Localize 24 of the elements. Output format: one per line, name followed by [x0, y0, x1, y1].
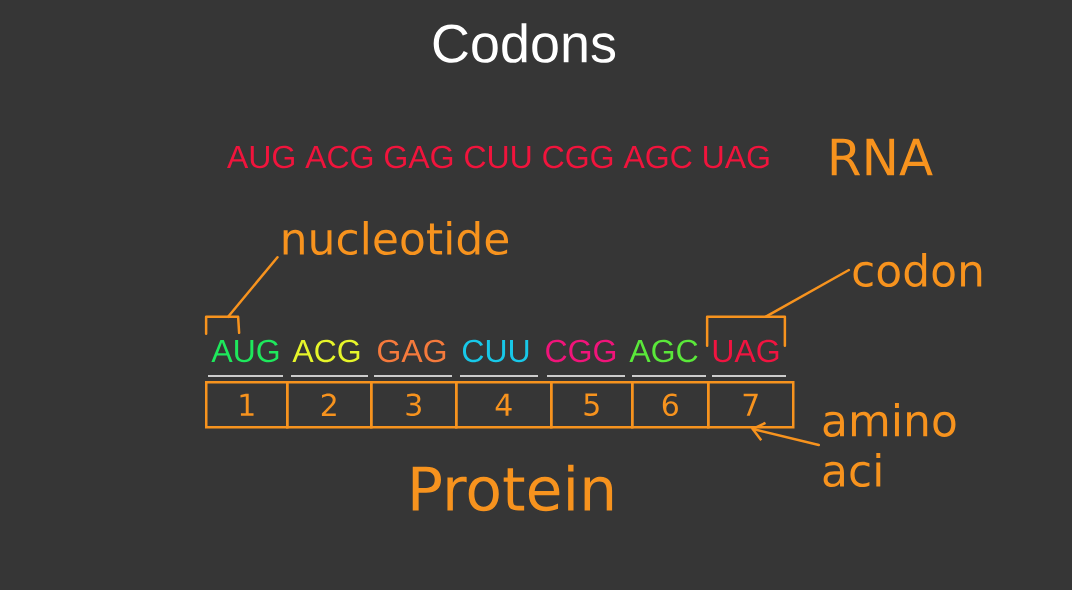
numbered-box: 4 [455, 381, 553, 429]
handwritten-label: codon [853, 253, 982, 288]
sequence-text: AUG ACG GAG CUU CGG AGC UAG [227, 145, 769, 169]
title: Codons [433, 23, 616, 63]
numbered-box: 7 [707, 381, 795, 429]
handwritten-label: RNA [831, 138, 933, 176]
leader-line [764, 268, 851, 319]
underlined-codon: AGC [629, 339, 707, 377]
numbered-box: 3 [370, 381, 458, 429]
handwritten-label: nucleotide [283, 221, 508, 256]
underlined-codon: ACG [290, 339, 369, 377]
underlined-codon: CGG [546, 339, 626, 377]
handwritten-label: Protein [412, 464, 613, 512]
leader-line [226, 256, 279, 319]
underlined-codon: GAG [373, 339, 453, 377]
bracketed-codon: UAG [705, 315, 787, 377]
underlined-codon: CUU [459, 339, 539, 377]
handwritten-label: amino aci [823, 402, 956, 488]
arrow [750, 421, 821, 447]
numbered-box: 2 [286, 381, 373, 429]
numbered-box: 1 [205, 381, 289, 429]
bracketed-codon: AUG [204, 315, 284, 377]
numbered-box: 6 [631, 381, 710, 429]
numbered-box: 5 [550, 381, 634, 429]
